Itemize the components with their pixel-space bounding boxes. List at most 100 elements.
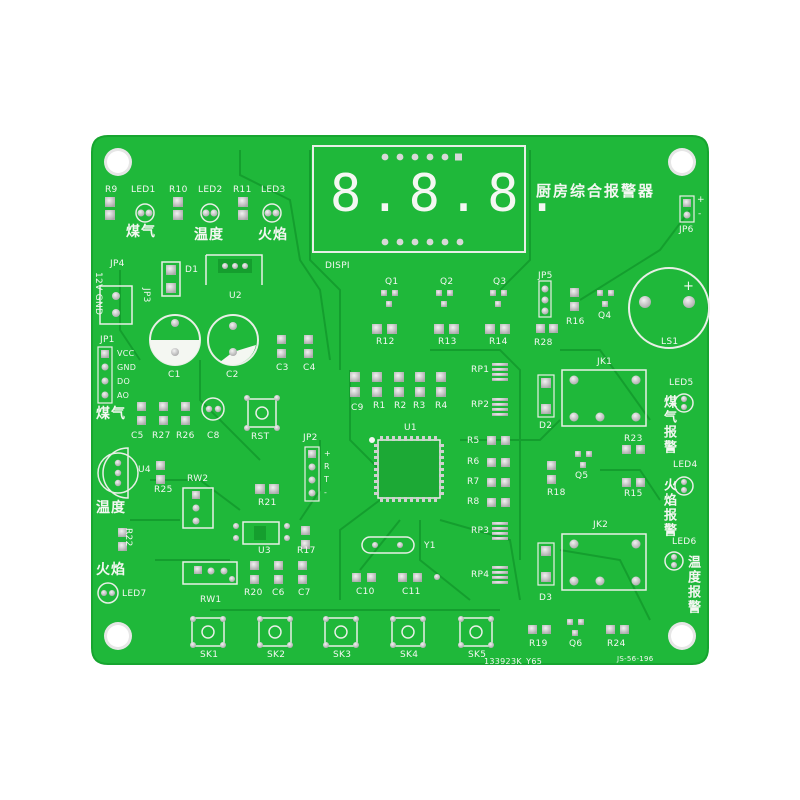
label-d1: D1 <box>185 265 199 275</box>
label-c11: C11 <box>402 587 421 597</box>
label-jp1-ao: AO <box>117 391 130 400</box>
led-indicators-top <box>105 197 282 223</box>
label-gas-section: 煤气 <box>96 406 126 422</box>
label-c3: C3 <box>276 363 289 373</box>
label-c6: C6 <box>272 588 285 598</box>
label-r27: R27 <box>152 431 171 441</box>
push-switches <box>190 616 494 648</box>
label-jp1: JP1 <box>100 335 115 345</box>
relays <box>528 369 647 636</box>
label-c4: C4 <box>303 363 316 373</box>
label-sk1: SK1 <box>200 650 219 660</box>
label-rw1: RW1 <box>200 595 222 605</box>
label-r16: R16 <box>566 317 585 327</box>
copper-traces <box>119 150 691 621</box>
label-jp6-minus: - <box>698 209 702 219</box>
label-q2: Q2 <box>440 277 454 287</box>
label-r11: R11 <box>233 185 252 195</box>
label-jk2: JK2 <box>593 520 609 530</box>
label-sk3: SK3 <box>333 650 352 660</box>
label-rp2: RP2 <box>471 400 490 410</box>
label-r4: R4 <box>435 401 448 411</box>
label-rst: RST <box>251 432 270 442</box>
label-r23: R23 <box>624 434 643 444</box>
label-r7: R7 <box>467 477 480 487</box>
label-led1: LED1 <box>131 185 156 195</box>
label-r2: R2 <box>394 401 407 411</box>
label-rw2: RW2 <box>187 474 209 484</box>
label-r14: R14 <box>489 337 508 347</box>
label-led6: LED6 <box>672 537 697 547</box>
alarm-leds <box>664 393 694 571</box>
label-gas-alarm: 煤气报警 <box>661 395 676 455</box>
resistor-row <box>350 372 446 397</box>
transistor-drivers <box>372 290 510 334</box>
label-fire-section: 火焰 <box>96 562 126 578</box>
label-led5: LED5 <box>669 378 694 388</box>
label-u2: U2 <box>229 291 242 301</box>
label-c7: C7 <box>298 588 311 598</box>
label-gas-top: 煤气 <box>126 224 156 240</box>
label-r15: R15 <box>624 489 643 499</box>
buzzer-section <box>536 195 710 349</box>
label-c9: C9 <box>351 403 364 413</box>
label-led3: LED3 <box>261 185 286 195</box>
crystal-and-caps <box>352 536 440 582</box>
label-c5: C5 <box>131 431 144 441</box>
power-section <box>99 254 313 366</box>
display-label: DISPI <box>325 261 350 271</box>
label-r22: R22 <box>123 528 133 547</box>
label-jp5: JP5 <box>538 271 553 281</box>
mounting-holes <box>104 148 696 650</box>
label-r6: R6 <box>467 457 480 467</box>
temp-sensor-parts <box>97 447 310 551</box>
label-rp1: RP1 <box>471 365 490 375</box>
gas-section-parts <box>137 395 280 431</box>
label-jk1: JK1 <box>597 357 613 367</box>
label-c10: C10 <box>356 587 375 597</box>
label-d2: D2 <box>539 421 553 431</box>
label-r28: R28 <box>534 338 553 348</box>
label-led7: LED7 <box>122 589 147 599</box>
label-r21: R21 <box>258 498 277 508</box>
board-id: JS-56-196 <box>617 655 654 663</box>
label-jp6: JP6 <box>679 225 694 235</box>
mcu-u1 <box>369 436 444 502</box>
footer-code: 133923K_Y65 <box>484 657 543 666</box>
label-d3: D3 <box>539 593 553 603</box>
label-r19: R19 <box>529 639 548 649</box>
label-q6: Q6 <box>569 639 583 649</box>
label-r3: R3 <box>413 401 426 411</box>
label-ls1: LS1 <box>661 337 679 347</box>
label-r10: R10 <box>169 185 188 195</box>
label-jp2-plus: + <box>324 449 332 458</box>
label-jp3: JP3 <box>141 288 151 303</box>
label-u4: U4 <box>138 465 151 475</box>
label-jp1-gnd: GND <box>117 363 137 372</box>
label-sk4: SK4 <box>400 650 419 660</box>
label-y1: Y1 <box>424 541 436 551</box>
label-r25: R25 <box>154 485 173 495</box>
label-u1: U1 <box>404 423 417 433</box>
label-r9: R9 <box>105 185 118 195</box>
label-c2: C2 <box>226 370 239 380</box>
label-fire-top: 火焰 <box>258 227 288 243</box>
label-r20: R20 <box>244 588 263 598</box>
label-r18: R18 <box>547 488 566 498</box>
fire-section-parts <box>97 561 307 604</box>
label-led4: LED4 <box>673 460 698 470</box>
label-jp1-vcc: VCC <box>117 349 135 358</box>
board-title: 厨房综合报警器 <box>536 182 656 200</box>
label-fire-alarm: 火焰报警 <box>661 478 676 538</box>
label-r26: R26 <box>176 431 195 441</box>
label-c1: C1 <box>168 370 181 380</box>
label-r17: R17 <box>297 546 316 556</box>
label-jp1-do: DO <box>117 377 131 386</box>
seven-segment-digits: 8.8.8. <box>330 164 566 224</box>
label-supply: 12V GND <box>93 272 103 316</box>
label-r13: R13 <box>438 337 457 347</box>
label-temp-section: 温度 <box>96 500 126 516</box>
label-ls1-plus: + <box>683 279 695 294</box>
label-temp-top: 温度 <box>194 227 224 243</box>
